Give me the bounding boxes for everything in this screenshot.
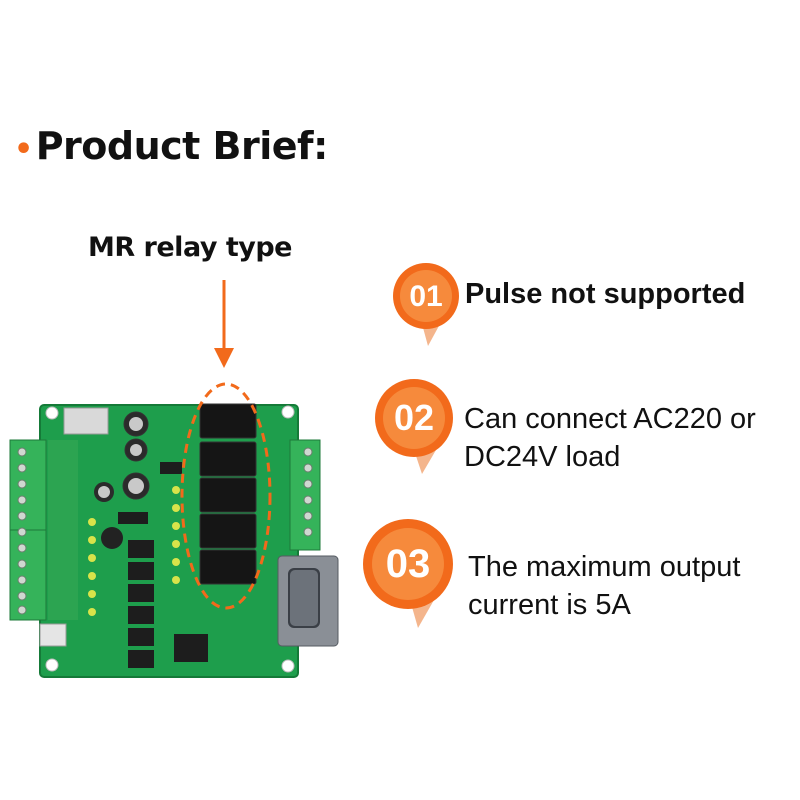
feature-number: 02 xyxy=(393,397,435,438)
number-badge-icon xyxy=(393,263,459,346)
plc-board-image xyxy=(9,382,339,678)
feature-line: current is 5A xyxy=(468,589,631,621)
feature-line: Can connect AC220 or xyxy=(464,403,756,435)
feature-number: 01 xyxy=(409,280,443,313)
number-badge-icon xyxy=(363,519,453,628)
feature-text: Can connect AC220 or DC24V load xyxy=(464,400,756,476)
title-text: Product Brief: xyxy=(35,124,329,168)
feature-line: Pulse not supported xyxy=(465,278,746,310)
number-badge-icon xyxy=(375,379,453,474)
title-bullet: • xyxy=(14,132,33,167)
relay-type-callout: MR relay type xyxy=(88,232,292,263)
feature-line: DC24V load xyxy=(464,441,621,473)
feature-text: Pulse not supported xyxy=(465,276,745,312)
feature-text: The maximum output current is 5A xyxy=(468,548,740,624)
page-title: •Product Brief: xyxy=(14,122,328,174)
feature-line: The maximum output xyxy=(468,551,741,583)
feature-number: 03 xyxy=(385,542,431,586)
